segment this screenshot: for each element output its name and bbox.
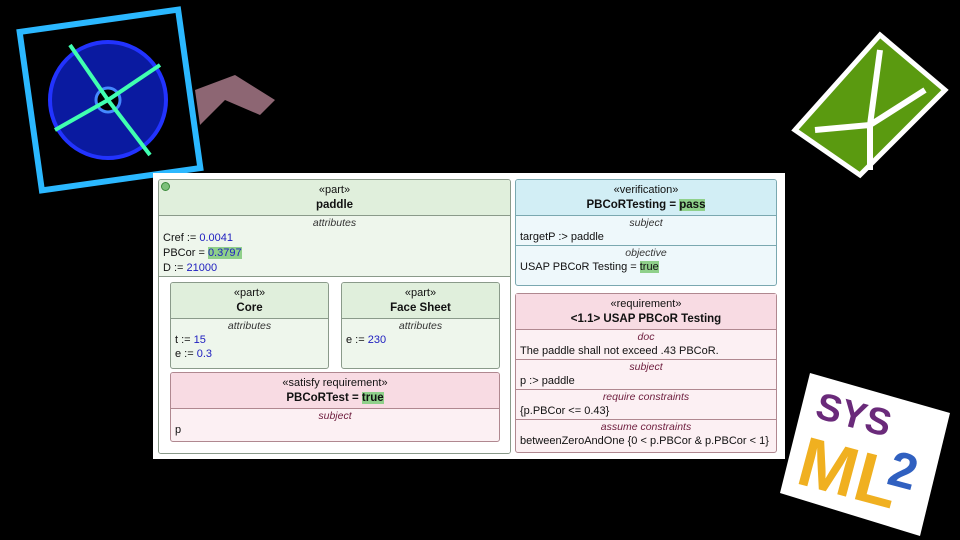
diagram-canvas: «part» paddle attributes Cref := 0.0041 P… (153, 173, 785, 459)
stereotype: «part» (318, 184, 351, 196)
section-label: objective (625, 247, 667, 259)
part-core[interactable]: «part» Core attributes t := 15 e := 0.3 (170, 282, 329, 369)
part-face-sheet[interactable]: «part» Face Sheet attributes e := 230 (341, 282, 500, 369)
stereotype: «part» (404, 287, 437, 299)
section-label: subject (629, 217, 663, 229)
require-constraint: {p.PBCor <= 0.43} (520, 405, 610, 417)
objective-value: USAP PBCoR Testing = true (520, 261, 659, 273)
verification-name: PBCoRTesting = pass (586, 199, 706, 211)
section-label: assume constraints (600, 421, 692, 433)
section-label: subject (318, 410, 352, 422)
film-reel-logo (16, 6, 275, 194)
stereotype: «satisfy requirement» (282, 377, 388, 389)
check-icon (161, 182, 170, 191)
stereotype: «verification» (613, 184, 679, 196)
section-label: attributes (227, 320, 272, 332)
part-name: Face Sheet (390, 302, 451, 314)
section-label: require constraints (602, 391, 690, 403)
attr-e: e := 0.3 (175, 348, 213, 360)
subject-value: targetP :> paddle (520, 231, 604, 243)
requirement-name: <1.1> USAP PBCoR Testing (570, 313, 722, 325)
attr-d: D := 21000 (163, 262, 218, 274)
satisfy-requirement[interactable]: «satisfy requirement» PBCoRTest = true su… (170, 372, 500, 442)
section-label: doc (637, 331, 655, 343)
section-label: attributes (398, 320, 443, 332)
part-name: paddle (315, 199, 354, 211)
stereotype: «requirement» (610, 298, 682, 310)
attr-cref: Cref := 0.0041 (163, 232, 234, 244)
attr-e: e := 230 (346, 334, 387, 346)
subject-value: p :> paddle (520, 375, 575, 387)
part-paddle[interactable]: «part» paddle attributes Cref := 0.0041 P… (158, 179, 511, 454)
satisfy-name: PBCoRTest = true (286, 392, 384, 404)
subject-value: p (175, 424, 182, 436)
part-name: Core (236, 302, 263, 314)
assume-constraint: betweenZeroAndOne {0 < p.PBCor & p.PBCor… (520, 435, 769, 447)
sysml2-logo: SYS ML 2 (780, 373, 950, 536)
requirement-box[interactable]: «requirement» <1.1> USAP PBCoR Testing do… (515, 293, 777, 453)
green-star-logo (791, 31, 949, 179)
section-label: attributes (312, 217, 357, 229)
section-label: subject (629, 361, 663, 373)
attr-t: t := 15 (175, 334, 206, 346)
verification-box[interactable]: «verification» PBCoRTesting = pass subjec… (515, 179, 777, 286)
doc-value: The paddle shall not exceed .43 PBCoR. (520, 345, 719, 357)
attr-pbcor: PBCor = 0.3797 (163, 247, 242, 259)
stereotype: «part» (233, 287, 266, 299)
